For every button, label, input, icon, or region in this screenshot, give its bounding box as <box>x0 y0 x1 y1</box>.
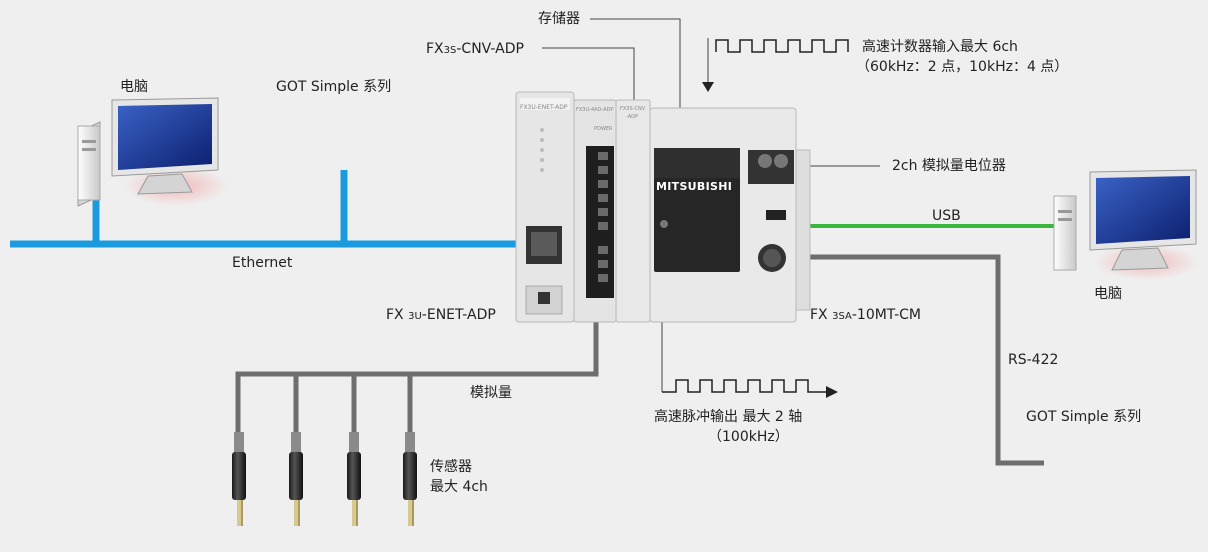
device-enet-model: FX3U-ENET-ADP <box>520 104 568 111</box>
main-plc-unit <box>649 107 811 323</box>
label-enet-sub: 3U <box>408 311 422 322</box>
pc-left-graphic <box>77 97 228 207</box>
device-brand-label: MITSUBISHI <box>656 180 733 193</box>
label-got-right: GOT Simple 系列 <box>1026 409 1142 425</box>
analog-cables <box>235 300 599 440</box>
label-memory: 存储器 <box>538 11 580 27</box>
label-enet-suffix: -ENET-ADP <box>421 307 496 323</box>
sensor-1 <box>232 432 246 526</box>
device-cnv-model-line1: FX3S-CNV <box>620 106 646 112</box>
sensor-4 <box>403 432 417 526</box>
label-usb: USB <box>932 208 961 224</box>
label-rs422: RS-422 <box>1008 352 1059 368</box>
analog-adapter-module <box>573 99 617 323</box>
label-pc-right: 电脑 <box>1094 286 1122 302</box>
label-cnv-prefix: FX <box>426 41 444 57</box>
pc-right-graphic <box>1053 169 1198 280</box>
device-power-label: POWER <box>594 126 613 132</box>
label-hsc-line2: （60kHz：2 点，10kHz：4 点） <box>856 59 1069 75</box>
sensor-2 <box>289 432 303 526</box>
label-main-prefix: FX <box>810 307 828 323</box>
device-cnv-model-line2: -ADP <box>626 114 638 120</box>
hsc-pulse-waveform <box>702 39 849 92</box>
sensor-3 <box>347 432 361 526</box>
label-sensor-line2: 最大 4ch <box>430 479 488 495</box>
label-pc-left: 电脑 <box>120 79 148 95</box>
device-ad-model: FX3U-4AD-ADP <box>576 107 614 113</box>
label-hsc-line1: 高速计数器输入最大 6ch <box>862 39 1018 55</box>
label-got-top: GOT Simple 系列 <box>276 79 392 95</box>
label-enet-prefix: FX <box>386 307 404 323</box>
label-pulse-line1: 高速脉冲输出 最大 2 轴 <box>654 409 803 425</box>
ethernet-lines <box>10 170 530 248</box>
label-main-unit: FX 3SA-10MT-CM <box>810 306 921 326</box>
label-ethernet: Ethernet <box>232 255 293 271</box>
label-cnv-sub: 3S <box>443 45 457 56</box>
label-pulse-line2: （100kHz） <box>708 429 789 445</box>
pulse-output-waveform <box>662 379 838 398</box>
label-cnv-adapter: FX3S-CNV-ADP <box>426 40 524 60</box>
cnv-adapter-module <box>615 99 651 323</box>
label-main-suffix: -10MT-CM <box>851 307 921 323</box>
label-sensor-line1: 传感器 <box>430 459 472 475</box>
label-analog: 模拟量 <box>470 385 512 401</box>
label-main-sub: 3SA <box>832 311 852 322</box>
enet-adapter-module <box>515 91 575 323</box>
label-potentiometer: 2ch 模拟量电位器 <box>892 158 1006 174</box>
label-enet-adapter: FX 3U-ENET-ADP <box>386 306 496 326</box>
leader-lines <box>542 18 880 392</box>
label-cnv-suffix: -CNV-ADP <box>456 41 524 57</box>
rs422-cable <box>786 254 1044 466</box>
